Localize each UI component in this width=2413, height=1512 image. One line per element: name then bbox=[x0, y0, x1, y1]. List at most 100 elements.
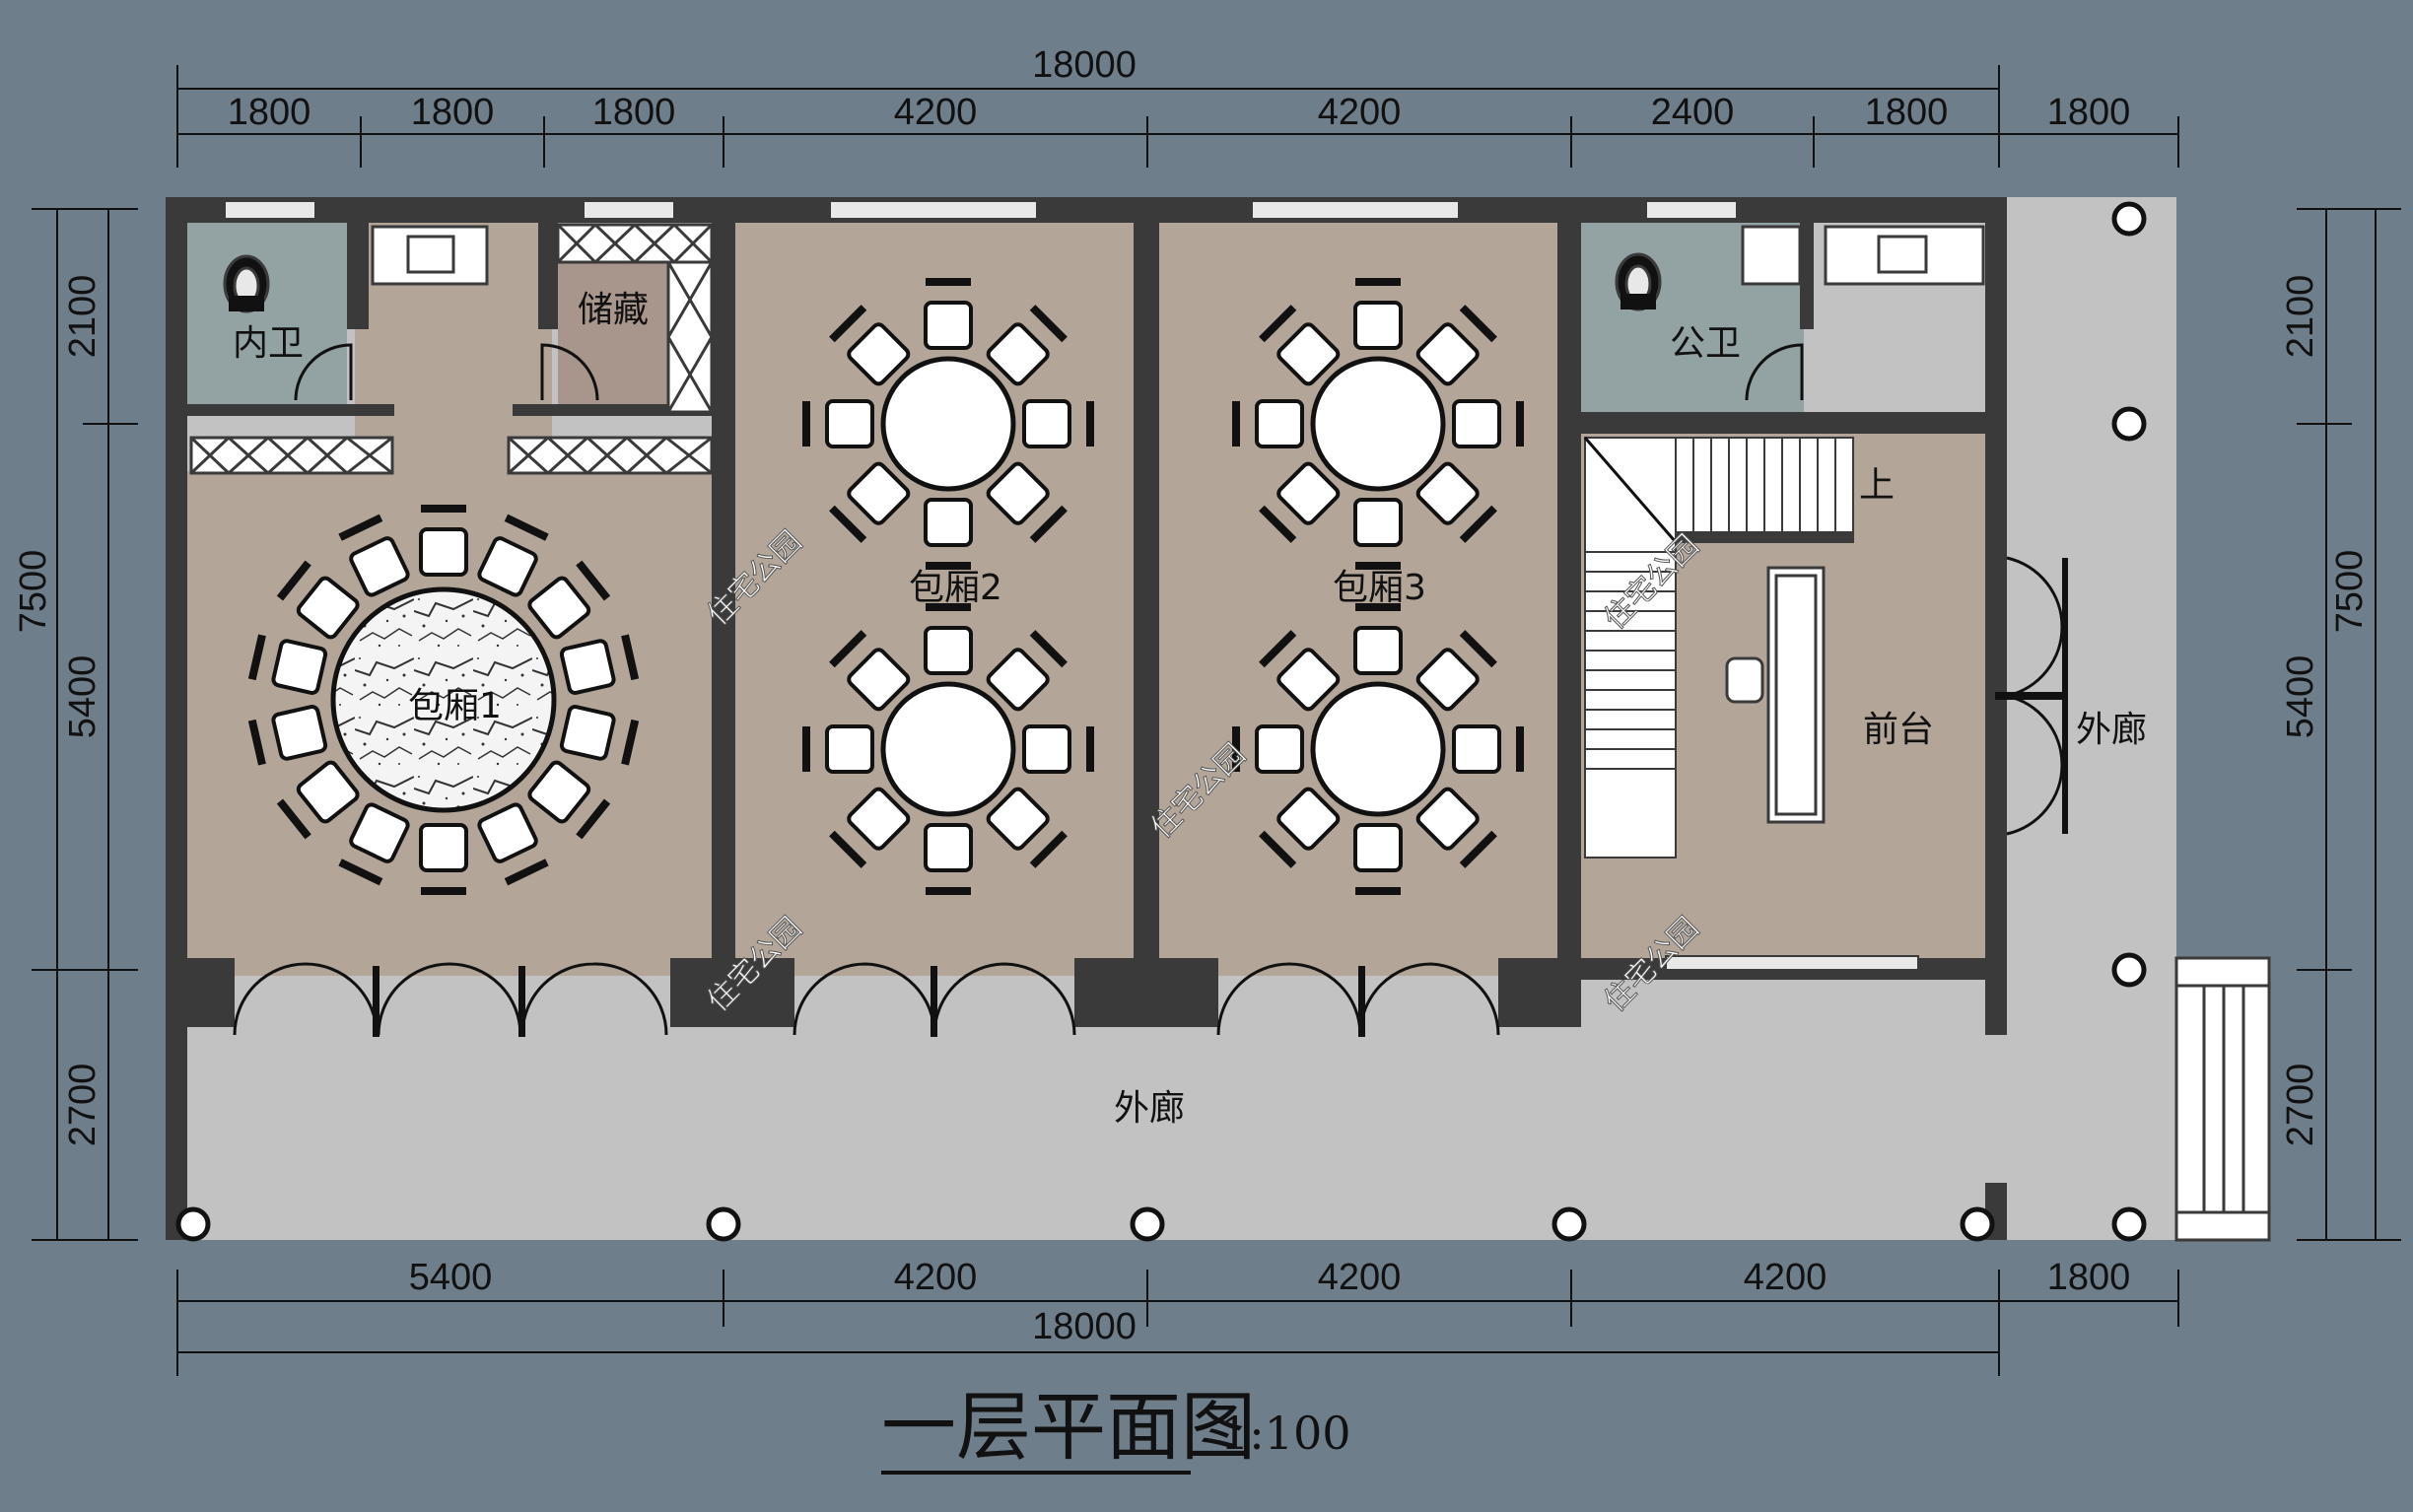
chair-back bbox=[1459, 505, 1497, 543]
chair-back bbox=[1029, 305, 1068, 343]
window bbox=[224, 200, 316, 220]
chair-back bbox=[829, 830, 867, 868]
chair-back bbox=[338, 859, 383, 886]
chair-back bbox=[802, 726, 810, 772]
wall-room3-right bbox=[1557, 223, 1581, 976]
chair-back bbox=[276, 798, 311, 840]
chair-icon bbox=[1353, 498, 1403, 547]
dim-bottom-seg: 1800 bbox=[2047, 1257, 2131, 1298]
label-inner-toilet: 内卫 bbox=[233, 323, 304, 364]
chair-icon bbox=[1022, 399, 1071, 448]
chair-icon bbox=[296, 760, 360, 824]
chair-back bbox=[421, 887, 466, 895]
dim-bottom-seg: 4200 bbox=[894, 1257, 978, 1298]
door-jamb bbox=[518, 966, 525, 1037]
desk-inner bbox=[1774, 574, 1818, 816]
exterior-steps bbox=[2174, 956, 2271, 1242]
chair-back bbox=[1459, 830, 1497, 868]
round-table bbox=[1232, 278, 1524, 570]
column bbox=[2111, 1206, 2147, 1242]
chair-back bbox=[1232, 726, 1240, 772]
label-room-1: 包厢1 bbox=[408, 686, 502, 726]
window bbox=[583, 200, 675, 220]
chair-icon bbox=[847, 648, 911, 712]
label-public-toilet: 公卫 bbox=[1670, 323, 1741, 364]
wall-room3-stub-l bbox=[1159, 958, 1218, 1027]
chair-icon bbox=[296, 576, 360, 640]
label-storage: 储藏 bbox=[578, 290, 649, 330]
chair-icon bbox=[1255, 724, 1304, 774]
chair-icon bbox=[527, 576, 591, 640]
dim-bottom-total: 18000 bbox=[1032, 1306, 1137, 1347]
window bbox=[1645, 200, 1738, 220]
chair-icon bbox=[847, 322, 911, 386]
dim-top-seg: 2400 bbox=[1651, 92, 1735, 133]
chair-back bbox=[1459, 305, 1497, 343]
cabinet bbox=[507, 436, 714, 475]
chair-back bbox=[276, 560, 311, 601]
chair-back bbox=[1259, 830, 1297, 868]
table-top bbox=[880, 356, 1016, 492]
chair-back bbox=[1086, 726, 1094, 772]
chair-icon bbox=[349, 802, 410, 863]
chair-icon bbox=[1415, 648, 1480, 712]
chair-back bbox=[926, 562, 971, 570]
chair-back bbox=[621, 634, 640, 681]
dim-bottom-seg: 4200 bbox=[1744, 1257, 1827, 1298]
chair-back bbox=[576, 560, 611, 601]
chair-icon bbox=[986, 787, 1050, 851]
column bbox=[1130, 1206, 1165, 1242]
stair-break-line bbox=[1583, 437, 1678, 543]
chair-back bbox=[621, 719, 640, 766]
wall-room3-stub-r bbox=[1498, 958, 1581, 1027]
door-jambs bbox=[373, 558, 2068, 1037]
wall-storage-left bbox=[538, 223, 558, 329]
step-lines bbox=[2176, 984, 2269, 1214]
column bbox=[1960, 1206, 1995, 1242]
chair-icon bbox=[419, 527, 468, 577]
cabinet-hatch bbox=[556, 223, 714, 264]
dim-top-seg: 1800 bbox=[1865, 92, 1949, 133]
chair-icon bbox=[1415, 787, 1480, 851]
column bbox=[706, 1206, 741, 1242]
stair-handrail bbox=[1675, 531, 1854, 543]
toilet-icon bbox=[1615, 252, 1662, 311]
dining-tables bbox=[247, 278, 1524, 895]
door-jamb bbox=[373, 966, 379, 1037]
chair-back bbox=[1259, 630, 1297, 668]
toilet-icon bbox=[223, 254, 270, 313]
chair-icon bbox=[477, 802, 538, 863]
stair-lower-flight bbox=[1584, 437, 1677, 859]
door-jamb bbox=[931, 966, 937, 1037]
column bbox=[2111, 952, 2147, 988]
dim-right-seg: 2100 bbox=[2280, 275, 2321, 359]
chair-back bbox=[1029, 630, 1068, 668]
chair-back bbox=[1259, 305, 1297, 343]
chair-back bbox=[247, 719, 266, 766]
chair-back bbox=[829, 505, 867, 543]
wall-room1-stub-r bbox=[670, 958, 735, 1027]
chair-back bbox=[1516, 726, 1524, 772]
label-room-2: 包厢2 bbox=[909, 568, 1002, 608]
chair-icon bbox=[1415, 322, 1480, 386]
dim-left-seg: 2700 bbox=[62, 1064, 103, 1147]
wall-storage-bottom bbox=[513, 404, 712, 416]
round-table bbox=[247, 505, 640, 895]
chair-icon bbox=[1276, 648, 1341, 712]
sink-icon bbox=[406, 235, 455, 274]
wall-room1-stub-l bbox=[187, 958, 235, 1027]
chair-icon bbox=[349, 536, 410, 597]
chair-icon bbox=[1452, 399, 1501, 448]
chair-icon bbox=[924, 823, 973, 872]
chair-back bbox=[1355, 603, 1401, 611]
chair-back bbox=[576, 798, 611, 840]
dim-right-seg: 2700 bbox=[2280, 1064, 2321, 1147]
chair-icon bbox=[1276, 461, 1341, 525]
chair-back bbox=[1459, 630, 1497, 668]
chair-icon bbox=[1276, 322, 1341, 386]
doors bbox=[294, 343, 1804, 401]
chair-back bbox=[504, 514, 549, 541]
chair-back bbox=[802, 401, 810, 447]
door-swing bbox=[540, 343, 599, 401]
chair-back bbox=[1355, 278, 1401, 286]
